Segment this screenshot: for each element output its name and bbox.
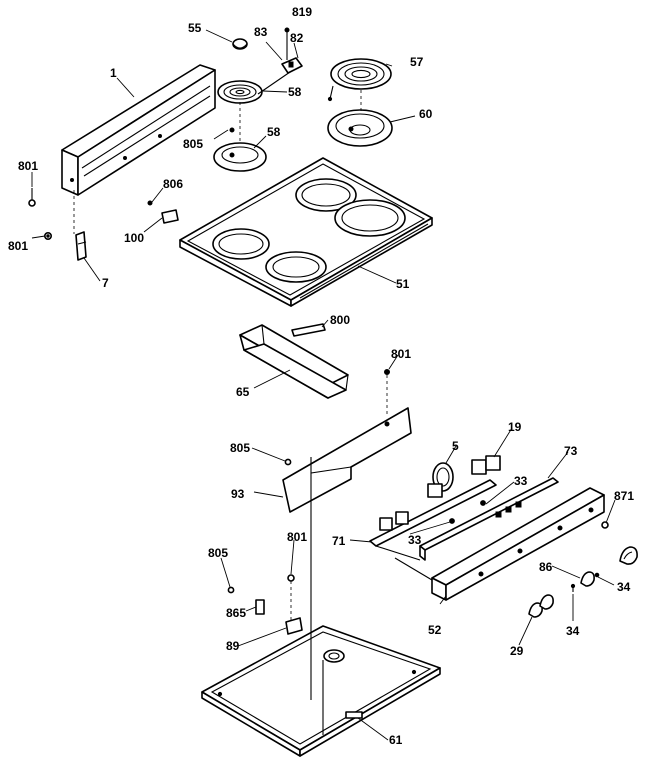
label-86: 86	[539, 560, 553, 574]
label-7: 7	[102, 276, 109, 290]
label-33-right: 33	[514, 474, 528, 488]
channel-part-65	[239, 324, 349, 399]
bracket-89	[285, 617, 303, 635]
label-34-bottom: 34	[566, 624, 580, 638]
label-100: 100	[124, 231, 144, 245]
label-819: 819	[292, 5, 312, 19]
large-surface-element	[327, 58, 392, 102]
label-34-right: 34	[617, 580, 631, 594]
label-800: 800	[330, 313, 350, 327]
label-83: 83	[254, 25, 268, 39]
label-51: 51	[396, 277, 410, 291]
label-871: 871	[614, 489, 634, 503]
clip-865	[255, 599, 265, 615]
assembly-guide-lines	[310, 473, 433, 735]
switch-part-5	[427, 462, 454, 498]
screw-871	[601, 521, 609, 529]
label-60: 60	[419, 107, 433, 121]
label-5: 5	[452, 439, 459, 453]
clip-34-b	[570, 583, 576, 592]
clip-part-7	[73, 190, 87, 261]
label-58-lower: 58	[267, 125, 281, 139]
switch-part-19	[471, 455, 501, 475]
screw-805-bottom	[227, 586, 235, 594]
label-57: 57	[410, 55, 424, 69]
screw-801-bottom	[287, 574, 295, 620]
label-55: 55	[188, 21, 202, 35]
label-58-upper: 58	[288, 85, 302, 99]
hinge-bracket	[147, 200, 179, 224]
knob-part	[232, 38, 248, 50]
large-drip-pan	[327, 90, 393, 147]
small-surface-element	[217, 71, 291, 104]
label-801-left-bottom: 801	[8, 239, 28, 253]
label-33-left: 33	[408, 533, 422, 547]
strip-part-800	[291, 323, 326, 337]
label-805-panel: 805	[230, 441, 250, 455]
panel-part-93	[282, 369, 412, 513]
screw-805-panel	[284, 458, 292, 466]
label-61: 61	[389, 733, 403, 747]
control-panel-52	[431, 487, 605, 601]
clip-34-a	[594, 572, 600, 578]
backguard-part	[61, 64, 216, 196]
label-29: 29	[510, 644, 524, 658]
small-drip-pan	[213, 102, 267, 172]
control-bracket-73	[419, 477, 559, 561]
label-1: 1	[110, 66, 117, 80]
label-19: 19	[508, 420, 522, 434]
screw-801-lower	[43, 232, 52, 241]
label-801-bottom: 801	[287, 530, 307, 544]
label-71: 71	[332, 534, 346, 548]
label-801-panel: 801	[391, 347, 411, 361]
label-806: 806	[163, 177, 183, 191]
knob-right-top	[619, 546, 638, 565]
bottom-panel-61	[201, 625, 441, 757]
screw-801-upper	[28, 188, 36, 207]
label-805-bottom: 805	[208, 546, 228, 560]
leader-lines	[31, 29, 616, 741]
label-73: 73	[564, 444, 578, 458]
mounting-bracket-71	[369, 479, 497, 547]
label-865: 865	[226, 606, 246, 620]
receptacle-part	[281, 27, 303, 74]
label-801-left-top: 801	[18, 159, 38, 173]
label-89: 89	[226, 639, 240, 653]
cooktop-main-top	[179, 157, 433, 307]
knob-29-pair	[528, 594, 554, 618]
knob-86	[580, 571, 595, 587]
label-82: 82	[290, 31, 304, 45]
label-65: 65	[236, 385, 250, 399]
label-52: 52	[428, 623, 442, 637]
part-labels: 1 55 83 819 82 57 58 805 58 60 801 806 1…	[8, 5, 634, 747]
label-805-top: 805	[183, 137, 203, 151]
label-93: 93	[231, 487, 245, 501]
